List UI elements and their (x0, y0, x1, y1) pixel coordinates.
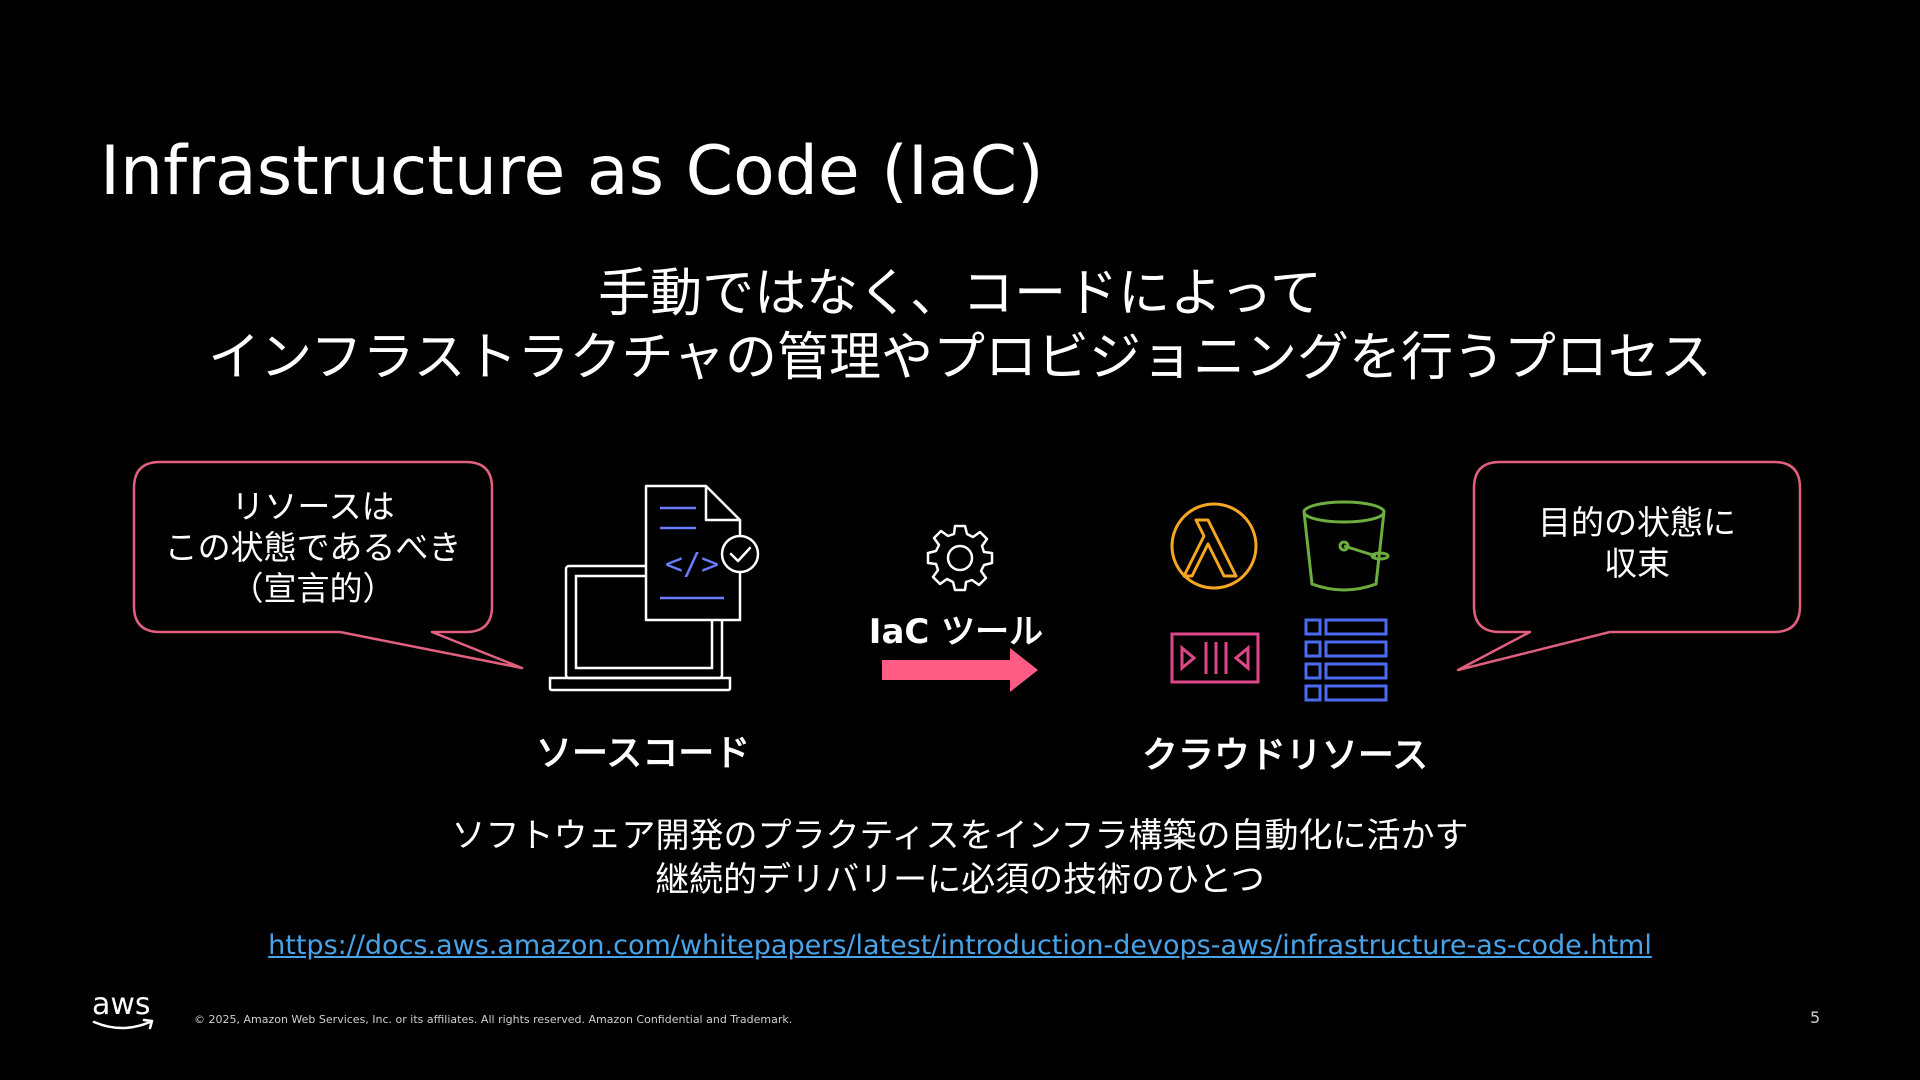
slide-subtitle: 手動ではなく、コードによって インフラストラクチャの管理やプロビジョニングを行う… (0, 262, 1920, 390)
gear-icon (926, 524, 994, 592)
aws-smile-icon (92, 1018, 154, 1030)
callout-declarative: リソースは この状態であるべき （宣言的） (134, 462, 492, 632)
callout-right-line-1: 目的の状態に (1538, 503, 1736, 542)
aws-logo: aws (92, 990, 151, 1020)
arrow-right-icon (882, 648, 1038, 692)
aws-logo-text: aws (92, 987, 151, 1022)
source-code-label: ソースコード (536, 733, 751, 774)
laptop-icon (548, 564, 732, 692)
copyright-notice: © 2025, Amazon Web Services, Inc. or its… (194, 1013, 793, 1026)
svg-text:</>: </> (665, 547, 719, 582)
page-number: 5 (1810, 1008, 1821, 1027)
slide-title: Infrastructure as Code (IaC) (100, 132, 1044, 211)
kinesis-stream-icon (1170, 632, 1260, 684)
callout-right-bubble (1456, 460, 1802, 672)
lambda-icon (1170, 502, 1258, 590)
s3-bucket-icon (1302, 500, 1390, 592)
cloud-resources-label: クラウドリソース (1141, 735, 1429, 776)
description-line-1: ソフトウェア開発のプラクティスをインフラ構築の自動化に活かす (451, 816, 1469, 856)
callout-left-bubble (132, 460, 524, 670)
callout-left-line-3: （宣言的） (230, 568, 396, 608)
table-icon (1304, 618, 1388, 702)
callout-converge: 目的の状態に 収束 (1474, 462, 1800, 632)
callout-right-line-2: 収束 (1604, 544, 1670, 583)
callout-left-line-2: この状態であるべき (164, 527, 462, 567)
description: ソフトウェア開発のプラクティスをインフラ構築の自動化に活かす 継続的デリバリーに… (0, 814, 1920, 902)
subtitle-line-2: インフラストラクチャの管理やプロビジョニングを行うプロセス (208, 328, 1712, 388)
subtitle-line-1: 手動ではなく、コードによって (598, 264, 1322, 324)
whitepaper-link[interactable]: https://docs.aws.amazon.com/whitepapers/… (268, 930, 1652, 961)
iac-tool-label: IaC ツール (868, 612, 1044, 652)
description-line-2: 継続的デリバリーに必須の技術のひとつ (655, 860, 1265, 900)
callout-left-line-1: リソースは (231, 486, 395, 526)
code-document-icon: </> (644, 484, 760, 622)
